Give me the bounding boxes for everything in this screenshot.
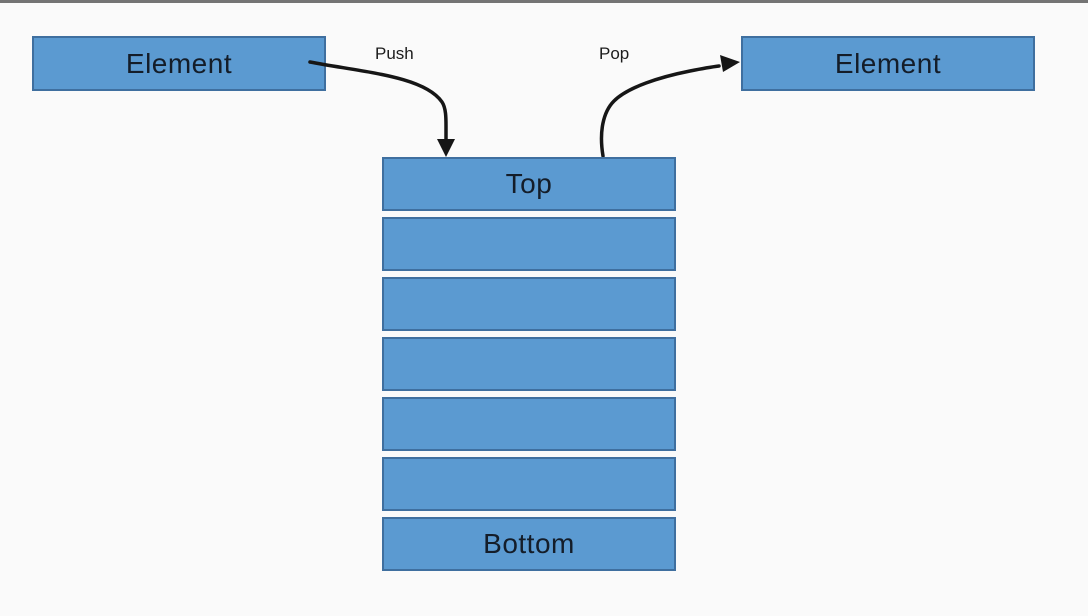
stack-top-label: Top: [505, 168, 553, 199]
pop-operation-label: Pop: [599, 44, 630, 63]
stack-row: [382, 217, 676, 271]
stack-row-top: Top: [382, 157, 676, 211]
stack-container: Top Bottom: [382, 157, 676, 571]
incoming-element-label: Element: [125, 47, 233, 79]
incoming-element-box: Element: [32, 36, 326, 91]
stack-row: [382, 277, 676, 331]
pop-arrow-icon: [599, 55, 740, 158]
push-operation-label: Push: [375, 44, 414, 63]
stack-row: [382, 337, 676, 391]
stack-row-bottom: Bottom: [382, 517, 676, 571]
outgoing-element-box: Element: [741, 36, 1035, 91]
stack-row: [382, 457, 676, 511]
outgoing-element-label: Element: [834, 47, 942, 79]
top-edge-bar: [0, 0, 1088, 3]
stack-bottom-label: Bottom: [483, 528, 575, 559]
stack-row: [382, 397, 676, 451]
push-arrow-icon: [308, 60, 455, 157]
